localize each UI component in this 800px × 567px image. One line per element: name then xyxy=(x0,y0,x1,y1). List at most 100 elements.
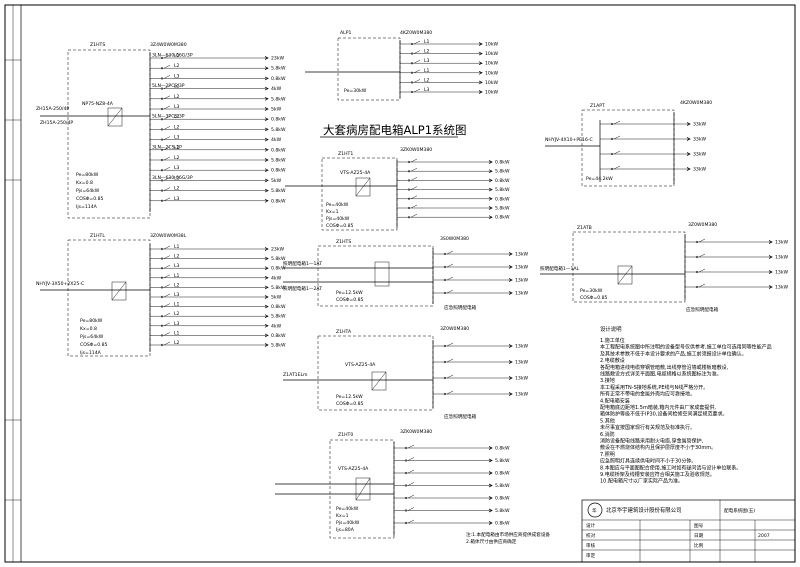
load-label: 33kW xyxy=(693,152,707,158)
circuit-row: 0.8kW xyxy=(394,469,510,477)
phase-label: L2 xyxy=(174,124,180,130)
note-line: 9.电缆桥架及线槽安装应符合相关施工及验收规范。 xyxy=(600,471,715,478)
phase-label: L1 xyxy=(174,302,180,308)
param: Ijs=114A xyxy=(80,350,102,356)
param: Pe=80kW xyxy=(76,172,99,178)
main-breaker: VTS-AZ25-4A xyxy=(338,466,369,472)
note-line: 本工程采用TN-S接地系统,PE线与N线严格分开。 xyxy=(600,384,708,391)
phase-label: L2 xyxy=(174,311,180,317)
load-label: 13kW xyxy=(515,278,529,284)
load-label: 5.8kW xyxy=(495,169,510,175)
panel-header: 3Z0W0M380 xyxy=(688,222,717,228)
load-label: 0.8kW xyxy=(271,304,286,310)
phase-label: L1 xyxy=(174,273,180,279)
circuit-row: L1 4kW xyxy=(150,273,282,281)
note-line: 7.照明 xyxy=(600,452,615,458)
param: Ijs=114A xyxy=(76,204,98,210)
feeder-label: Z1AT1ELm xyxy=(283,372,308,378)
note-line: 2.电缆敷设 xyxy=(600,357,625,364)
circuit-breaker-label: 3LN—630-06G/3P xyxy=(152,175,193,181)
circuit-row: 33kW xyxy=(600,135,707,143)
tb-cell: 日期 xyxy=(694,533,704,539)
param: Pe=12.5kW xyxy=(336,394,363,400)
tb-cell: 图号 xyxy=(694,523,704,529)
circuit-row: 5.8kW xyxy=(397,167,510,175)
panel-z1hts: Z1HTS 3Z4W0W0M380 ZH15A-250/4P ZH15A-250… xyxy=(36,42,286,219)
load-label: 0.8kW xyxy=(495,446,510,452)
load-label: 10kW xyxy=(485,42,499,48)
note-line: 配电箱底边距地1.5m暗装,箱内元件由厂家成套提供, xyxy=(600,404,716,411)
panel-id: Z1ATB xyxy=(577,225,592,231)
param: Ijs=80A xyxy=(336,527,355,533)
panel-id: Z1HT0 xyxy=(338,432,353,438)
circuit-row: 33kW xyxy=(600,120,707,128)
panel-id: Z1HTL xyxy=(90,233,105,239)
phase-label: L2 xyxy=(174,94,180,100)
panel-header: 3Z4W0W0M380 xyxy=(150,42,187,48)
load-label: 5.8kW xyxy=(495,483,510,489)
note-line: 4.配电箱安装 xyxy=(600,397,630,404)
load-label: 5.8kW xyxy=(271,96,286,102)
param: Kx=1 xyxy=(326,209,339,215)
sub-label: 应急照明配电箱 xyxy=(444,413,477,420)
phase-label: L3 xyxy=(174,165,180,171)
circuit-breaker-label: 3LN—2CS-2P xyxy=(152,144,182,150)
phase-label: L1 xyxy=(424,39,430,45)
param: Pjs=64kW xyxy=(80,334,104,340)
load-label: 5.8kW xyxy=(495,458,510,464)
company-name: 北京华宇建筑设计股份有限公司 xyxy=(606,506,681,514)
load-label: 10kW xyxy=(485,80,499,86)
param: Pe=80kW xyxy=(80,318,103,324)
load-label: 0.8kW xyxy=(495,160,510,166)
panel-header: 3Z0W0M380 xyxy=(440,326,469,332)
sub-label: 应急照明配电箱 xyxy=(686,306,719,313)
load-label: 0.8kW xyxy=(495,471,510,477)
phase-label: L1 xyxy=(174,330,180,336)
circuit-row: 5.8kW xyxy=(397,186,510,193)
load-label: 4kW xyxy=(271,275,282,281)
panel-params: Pe=12.5kW COSΦ=0.85 xyxy=(336,290,364,303)
circuit-row: 0.8kW xyxy=(394,444,510,452)
phase-label: L2 xyxy=(424,77,430,83)
load-label: 0.8kW xyxy=(271,266,286,272)
param: Pe=12.5kW xyxy=(336,290,363,296)
load-label: 5.8kW xyxy=(271,285,286,291)
param: Pjs=40kW xyxy=(336,520,360,526)
circuit-group: 33kW 33kW 33kW 33kW xyxy=(600,120,707,173)
feeder-label: 照明配电箱1—1AT xyxy=(283,260,322,267)
feeder-cable: ZH15A-250/4P xyxy=(36,106,69,112)
phase-label: L2 xyxy=(174,63,180,69)
panel-header: 3ZK0W0M380 xyxy=(400,429,432,435)
load-label: 0.8kW xyxy=(271,76,286,82)
tb-cell: 审定 xyxy=(586,552,596,559)
load-label: 5.8kW xyxy=(271,158,286,164)
param: COSΦ=0.85 xyxy=(326,223,354,229)
note-line: 6.消防 xyxy=(600,431,615,438)
load-label: 33kW xyxy=(693,122,707,128)
load-label: 5.8kW xyxy=(271,188,286,194)
param: Pjs=40kW xyxy=(326,216,350,222)
panel-id: Z1HTS xyxy=(90,42,105,48)
circuit-row: 13kW xyxy=(433,289,529,297)
circuit-row: 5.8kW xyxy=(394,507,510,514)
note-line: 敷设在不燃烧体结构内且保护层厚度不小于30mm。 xyxy=(600,444,716,451)
circuit-row: L2 10kW xyxy=(400,77,499,86)
panel-z1hts-lighting: Z1HTS 3S0W0M380 照明配电箱1—1AT 照明配电箱1—2AT Pe… xyxy=(283,236,529,311)
load-label: 33kW xyxy=(693,167,707,173)
phase-label: L3 xyxy=(174,135,180,141)
phase-label: L3 xyxy=(174,321,180,327)
circuit-row: L2 5.8kW xyxy=(150,94,286,102)
panel-id: ALP1 xyxy=(340,30,351,36)
